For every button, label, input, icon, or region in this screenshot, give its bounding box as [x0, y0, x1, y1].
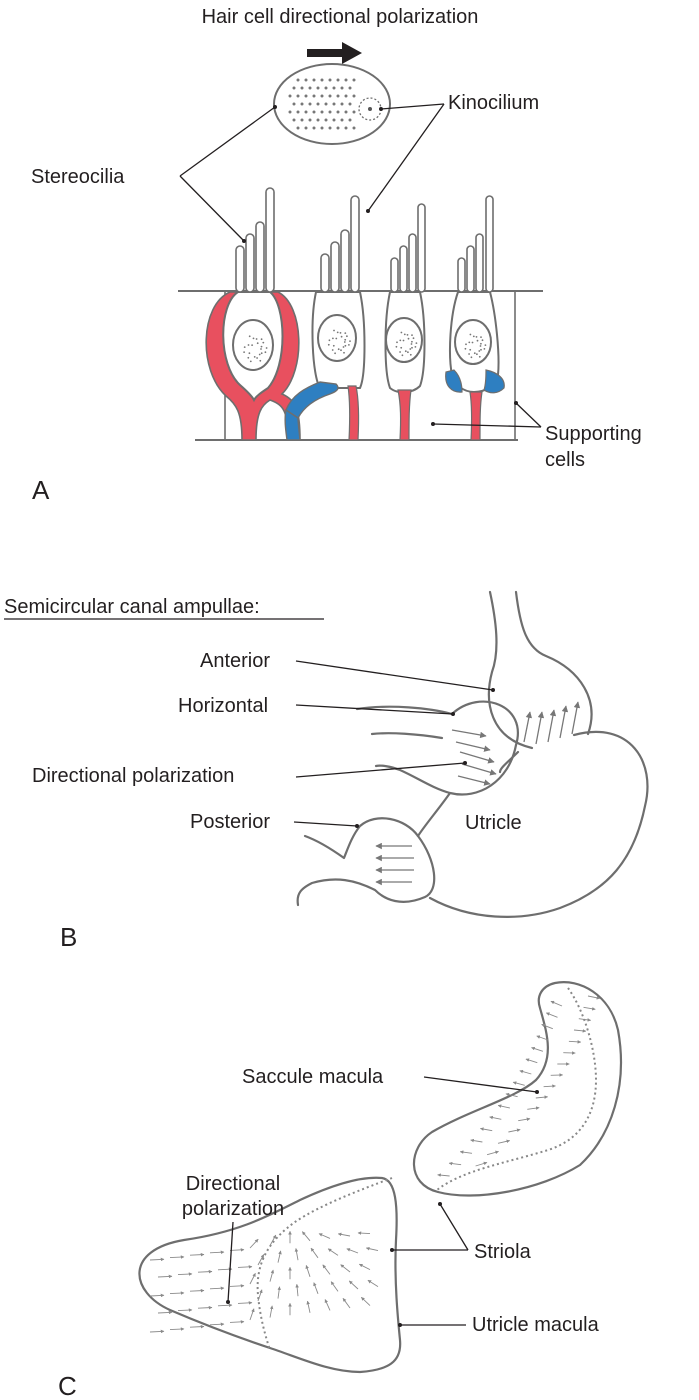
hair-cell-type-2-b [384, 203, 426, 441]
ampulla-polarization-arrows [375, 701, 581, 886]
hair-cell-type-2-a [284, 195, 366, 441]
directional-polarization-label-b: Directional polarization [32, 765, 234, 787]
anterior-label: Anterior [200, 650, 270, 672]
panel-b: Semicircular canal ampullae: Anterior Ho… [4, 590, 649, 952]
stereocilia-dots [288, 78, 356, 130]
ampullae-heading: Semicircular canal ampullae: [4, 596, 260, 618]
horizontal-label: Horizontal [178, 695, 268, 717]
panel-c: Saccule macula Directional polarization … [58, 981, 622, 1400]
saccule-macula-outline [412, 981, 622, 1197]
posterior-label: Posterior [190, 811, 270, 833]
directional-polarization-label-c-1: Directional [186, 1173, 280, 1195]
nucleus-stipple [243, 329, 487, 363]
striola-label: Striola [474, 1241, 532, 1263]
hair-cell-type-1 [205, 187, 301, 441]
stereocilia-bundle-3 [390, 203, 426, 293]
hair-bundle-top-view [273, 63, 391, 145]
stereocilia-bundle-2 [320, 195, 360, 293]
panel-letter-c: C [58, 1371, 77, 1400]
hair-cell-type-2-c [445, 195, 505, 441]
panel-a: Hair cell directional polarization [31, 6, 642, 505]
panel-a-title: Hair cell directional polarization [202, 6, 479, 28]
panel-letter-a: A [32, 475, 50, 505]
stereocilia-label: Stereocilia [31, 166, 125, 188]
stereocilia-bundle-4 [457, 195, 494, 293]
polarity-arrow-icon [307, 42, 362, 64]
kinocilium-label: Kinocilium [448, 92, 539, 114]
supporting-cells-label-line-2: cells [545, 449, 585, 471]
utricle-macula-label: Utricle macula [472, 1314, 600, 1336]
stereocilia-bundle-1 [235, 187, 275, 293]
utricle-label: Utricle [465, 812, 522, 834]
supporting-cells-label-line-1: Supporting [545, 423, 642, 445]
macula-polarization-arrows [149, 995, 601, 1334]
panel-letter-b: B [60, 922, 77, 952]
saccule-striola [436, 987, 598, 1191]
saccule-macula-label: Saccule macula [242, 1066, 384, 1088]
utricle-macula-outline [138, 1176, 402, 1374]
directional-polarization-label-c-2: polarization [182, 1198, 284, 1220]
